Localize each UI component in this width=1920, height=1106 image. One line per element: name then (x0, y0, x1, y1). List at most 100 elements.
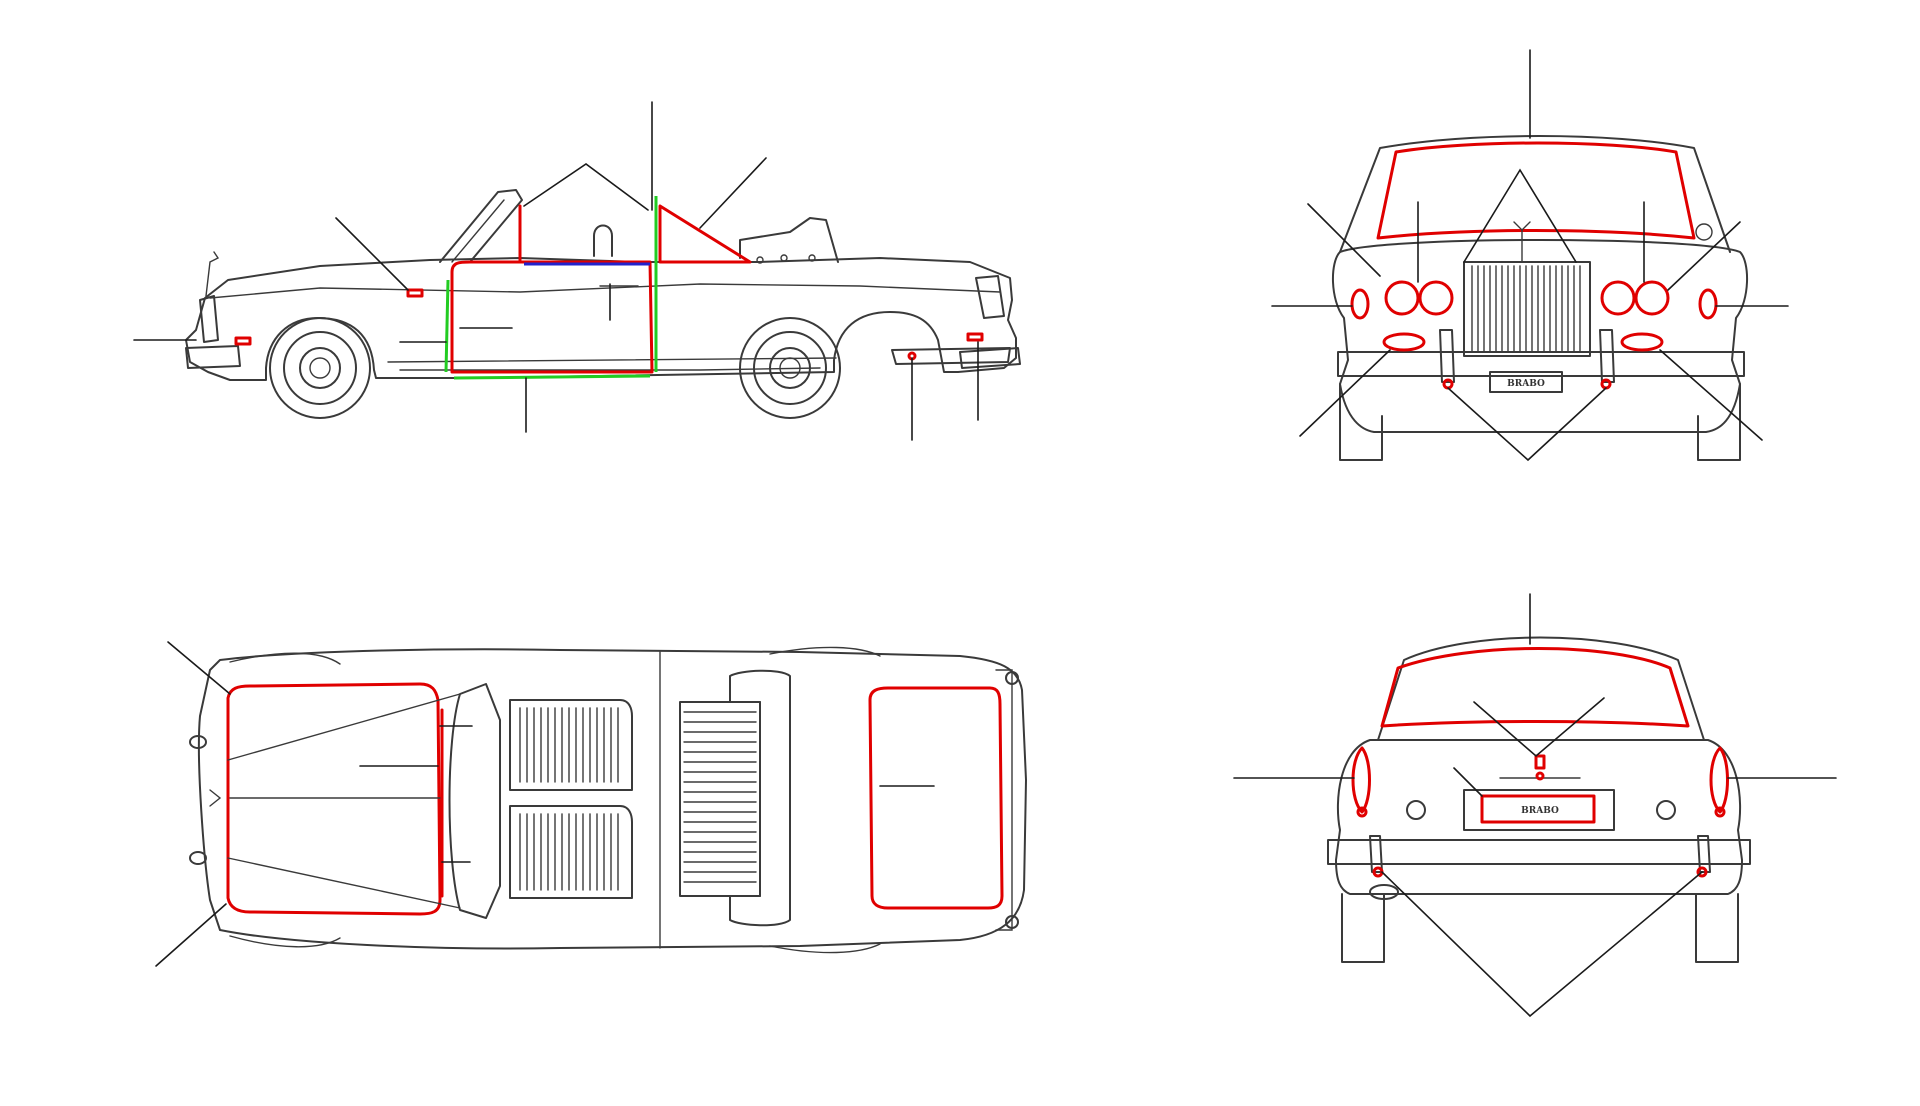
rear-plate-seal (1480, 794, 1596, 824)
mirror (1695, 223, 1713, 241)
boot-seal (868, 686, 1004, 910)
top-right-overrider (189, 851, 207, 865)
side-rocker (387, 357, 837, 363)
side-body-outline (185, 257, 1017, 381)
side-grille (199, 295, 219, 343)
top-left-fenders (229, 652, 341, 665)
side-tail-fin (975, 275, 1005, 319)
rear-roof (1377, 636, 1705, 741)
leader-right-headlight-b (1667, 221, 1741, 291)
front-seats (509, 699, 633, 899)
rear-bumper (959, 347, 1021, 369)
door-seal (450, 260, 654, 374)
mascot (205, 251, 220, 297)
bonnet-diag-top (227, 693, 461, 761)
leader-front-marker (335, 217, 409, 291)
left-overrider-seal (1442, 378, 1454, 390)
front-bumper-marker (234, 336, 252, 346)
leader-front-v-top (1463, 168, 1577, 263)
top-left-overrider (189, 735, 207, 749)
top-body-outline (197, 648, 1027, 950)
right-reflector (1714, 806, 1726, 818)
front-mascot (1513, 221, 1531, 263)
side-windscreen (439, 189, 523, 263)
sill-seal (453, 374, 651, 380)
right-headlights (1600, 280, 1670, 316)
right-overrider-seal (1600, 378, 1612, 390)
leader-rear-v-top (1473, 697, 1605, 758)
rear-plate-text: BRABO (1521, 806, 1559, 816)
quarter-window-seal (658, 204, 752, 264)
leader-top-front-left (167, 641, 231, 695)
right-reverse-lamp (1656, 800, 1676, 820)
left-reverse-lamp (1406, 800, 1426, 820)
front-grille (1463, 261, 1591, 357)
right-fog-lamp (1620, 332, 1664, 352)
boot-lock-seal (1534, 754, 1546, 770)
top-rear-fender-bottom (769, 943, 881, 954)
boot-lid-panel (1463, 789, 1615, 831)
left-reflector (1356, 806, 1368, 818)
right-overrider (1599, 329, 1615, 383)
side-folded-hood (739, 217, 839, 263)
left-headlights (1384, 280, 1454, 316)
rear-side-marker (966, 332, 984, 342)
leader-top-front-right (155, 903, 227, 967)
front-left-tyre (1339, 383, 1383, 461)
top-view (155, 641, 1027, 967)
front-roof (1339, 135, 1731, 253)
rear-right-overrider-seal (1696, 866, 1708, 878)
bonnet-diag-bottom (227, 857, 461, 909)
a-pillar-seal (444, 279, 450, 373)
side-view (133, 101, 1021, 441)
top-grille-tip (209, 789, 222, 807)
rear-bumper-bar (1327, 839, 1751, 865)
side-seat (593, 224, 613, 257)
rear-window-seal (1380, 647, 1690, 728)
bonnet-seal (226, 682, 442, 916)
leader-left-fog (1299, 349, 1391, 437)
leader-windows-v (523, 163, 649, 211)
front-view: BRABO (1271, 49, 1789, 462)
front-bumper (185, 345, 241, 369)
front-windscreen-seal (1376, 141, 1696, 240)
grille-bars (1471, 265, 1581, 353)
front-bumper-bar (1337, 351, 1745, 377)
rear-seats (679, 701, 761, 897)
seat-pleats (519, 707, 757, 891)
left-side-lamp (1350, 288, 1370, 320)
leader-quarter (699, 157, 767, 229)
front-plate-text: BRABO (1507, 379, 1545, 389)
top-rear-right-light (1005, 915, 1019, 929)
front-right-tyre (1697, 383, 1741, 461)
leader-right-fog (1659, 349, 1763, 441)
right-side-lamp (1698, 288, 1718, 320)
rear-right-overrider (1697, 835, 1711, 873)
top-windscreen-frame (448, 683, 501, 919)
rear-left-overrider (1369, 835, 1383, 873)
left-overrider (1439, 329, 1455, 383)
leader-front-v-bottom (1447, 387, 1607, 462)
rear-wheel (739, 317, 841, 419)
rear-left-tyre (1341, 893, 1385, 963)
top-rear-bumper (995, 669, 1013, 931)
front-plate (1489, 371, 1563, 393)
rear-view: BRABO (1233, 593, 1837, 1018)
left-tail-light (1351, 746, 1371, 814)
front-wheel (269, 317, 371, 419)
rear-body-outline (1335, 739, 1743, 895)
hood-cover (729, 669, 791, 927)
leader-left-headlight-a (1307, 203, 1381, 277)
side-windscreen-inner (451, 199, 505, 263)
front-side-marker (406, 288, 424, 298)
boot-badge-seal (1535, 771, 1545, 781)
leader-rear-plate (1453, 767, 1483, 797)
top-right-fenders (229, 935, 341, 948)
rear-rub-strip (891, 347, 1011, 365)
leader-rear-v-bottom (1381, 871, 1703, 1018)
left-fog-lamp (1382, 332, 1426, 352)
rear-right-tyre (1695, 893, 1739, 963)
right-tail-light (1709, 746, 1729, 814)
top-rear-fender-top (769, 646, 881, 657)
